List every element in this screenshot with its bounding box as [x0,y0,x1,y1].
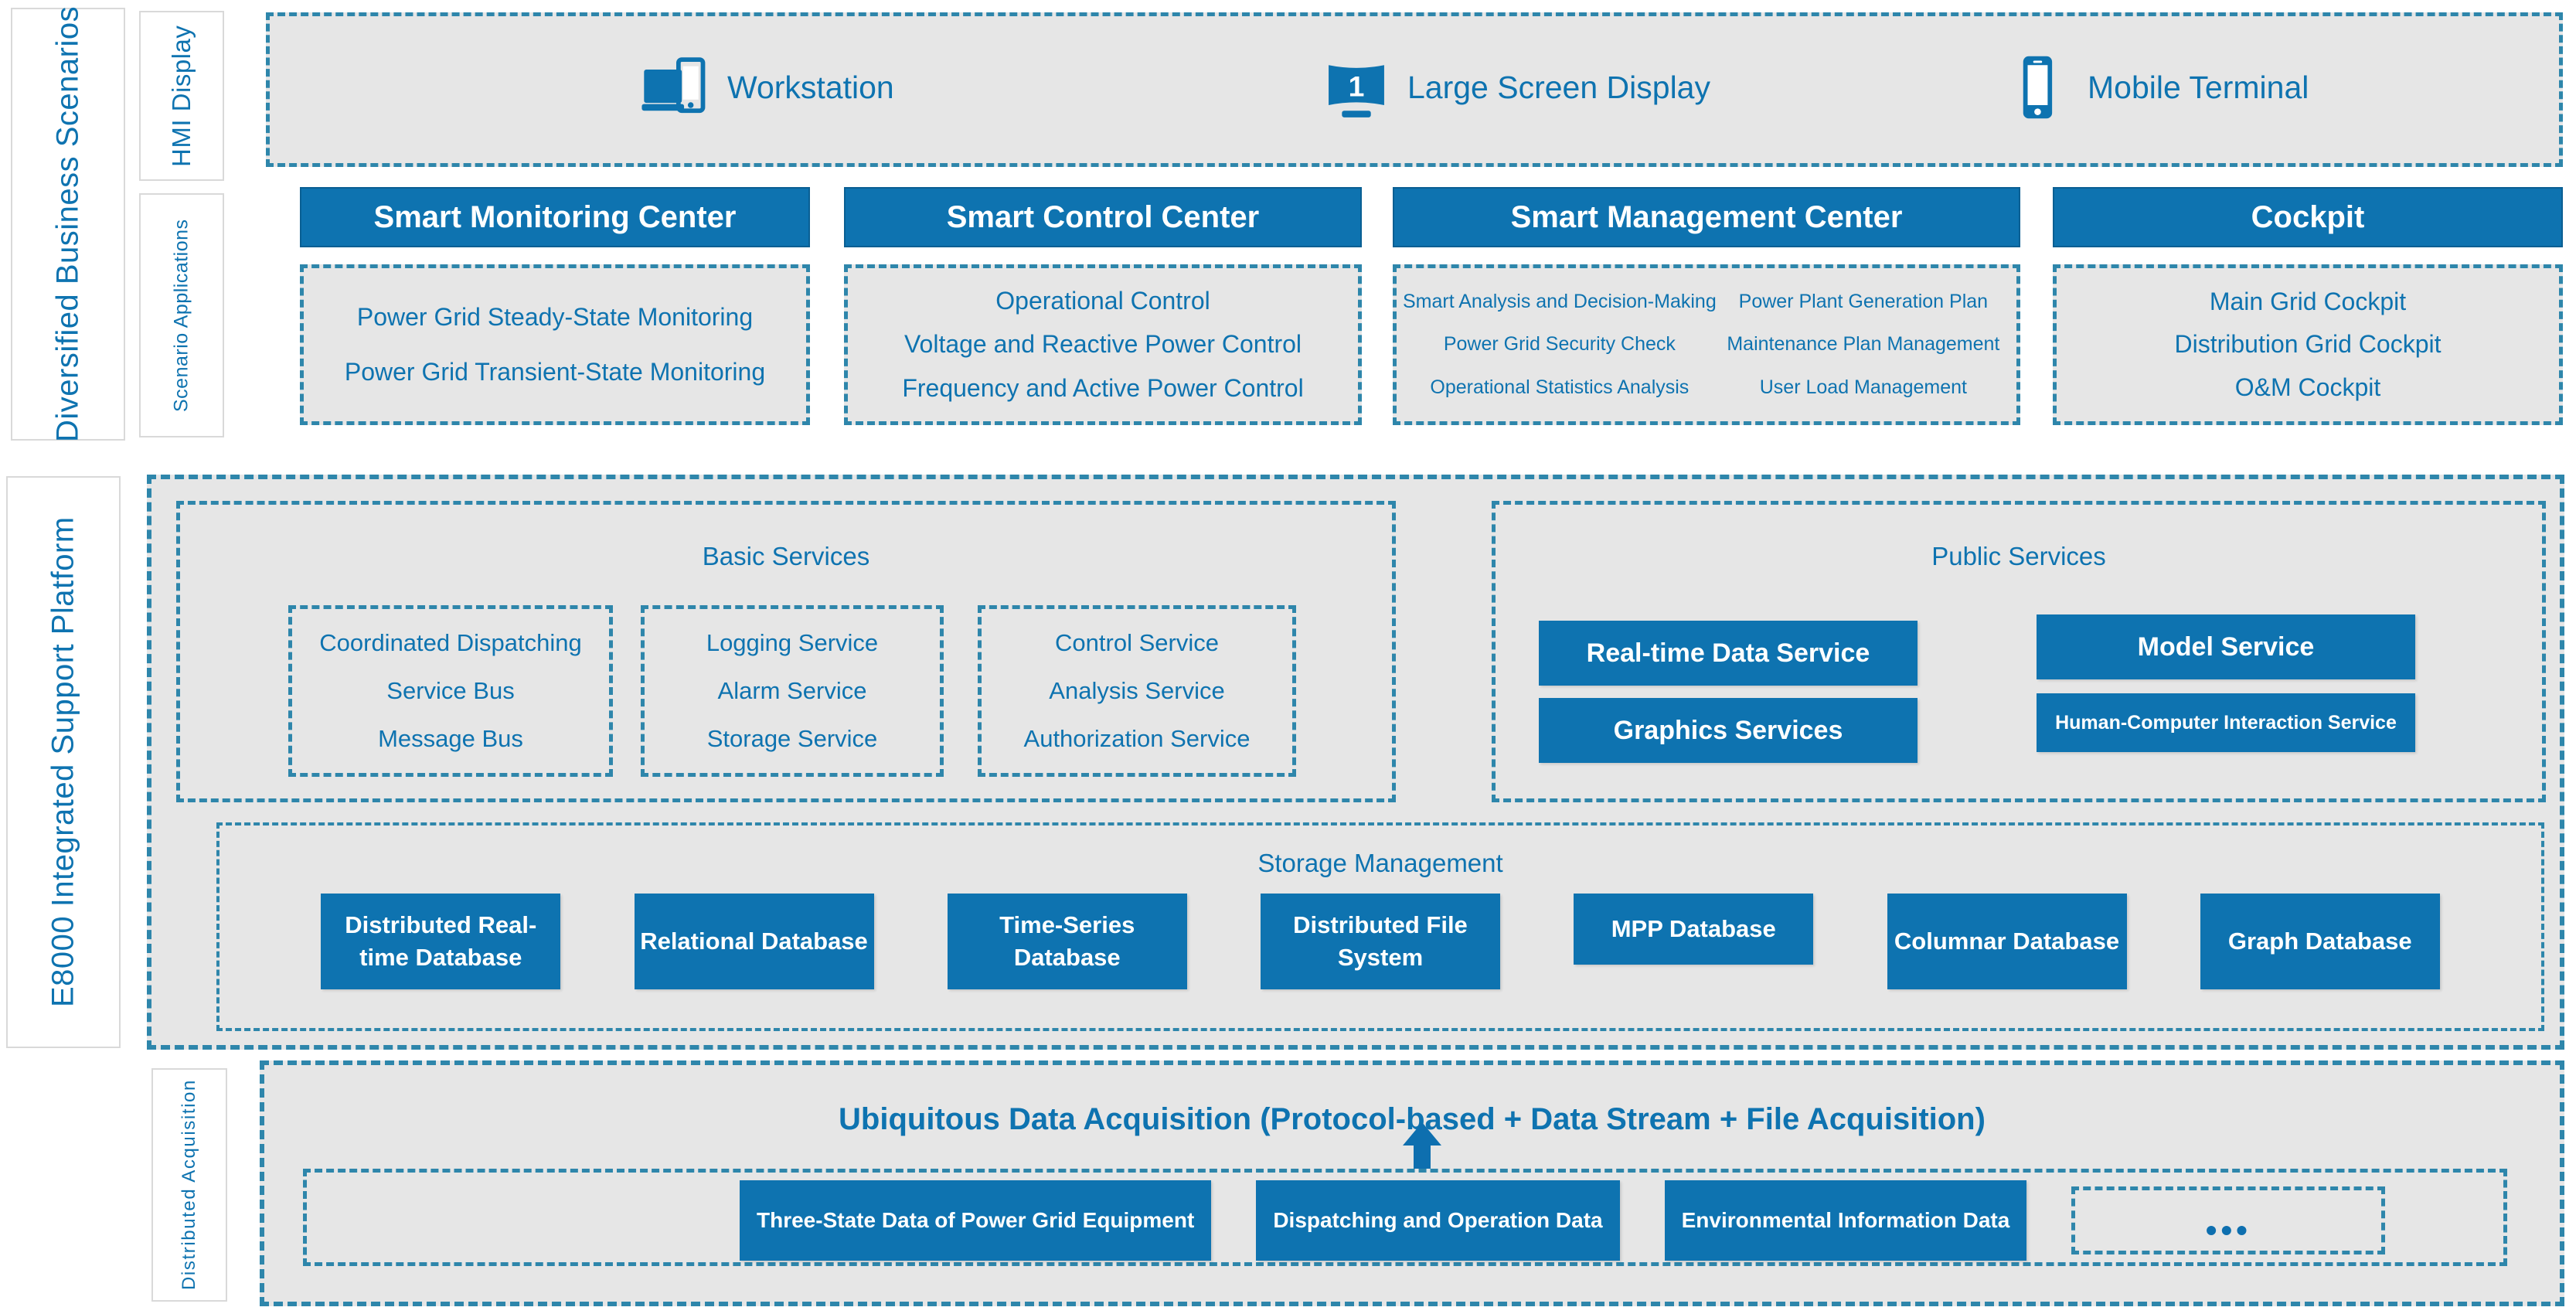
database-row: Distributed Real-time Database Relationa… [219,894,2541,989]
service-item[interactable]: Control Service [1055,629,1219,656]
service-group-dispatching: Coordinated Dispatching Service Bus Mess… [288,605,613,777]
database-distributed-realtime[interactable]: Distributed Real-time Database [321,894,561,989]
service-group-logging: Logging Service Alarm Service Storage Se… [641,605,944,777]
center-item[interactable]: O&M Cockpit [2234,373,2381,401]
acquisition-source-dispatching-data[interactable]: Dispatching and Operation Data [1256,1180,1620,1261]
service-item[interactable]: Analysis Service [1049,677,1225,704]
center-smart-monitoring[interactable]: Smart Monitoring Center Power Grid Stead… [300,187,810,425]
public-services-title: Public Services [1931,542,2106,570]
center-cockpit[interactable]: Cockpit Main Grid Cockpit Distribution G… [2053,187,2563,425]
center-item[interactable]: Operational Statistics Analysis [1430,376,1690,398]
center-title: Cockpit [2053,187,2563,247]
label-diversified-business-scenarios: Diversified Business Scenarios [11,6,125,442]
device-label: Large Screen Display [1407,69,1710,105]
service-group-control: Control Service Analysis Service Authori… [978,605,1296,777]
storage-management-title: Storage Management [1257,849,1503,877]
database-time-series[interactable]: Time-Series Database [947,894,1187,989]
hmi-display-strip: Workstation 1 Large Screen Display [266,12,2563,167]
center-item[interactable]: Maintenance Plan Management [1727,333,2000,356]
center-title: Smart Management Center [1393,187,2020,247]
center-item[interactable]: Smart Analysis and Decision-Making [1403,291,1717,313]
center-item-list: Operational Control Voltage and Reactive… [844,264,1362,425]
acquisition-sources-row: Three-State Data of Power Grid Equipment… [740,1180,2386,1261]
center-title: Smart Control Center [844,187,1362,247]
database-graph[interactable]: Graph Database [2200,894,2440,989]
center-item[interactable]: Power Grid Transient-State Monitoring [344,358,766,386]
database-distributed-file[interactable]: Distributed File System [1261,894,1500,989]
service-item[interactable]: Service Bus [386,677,515,704]
database-mpp[interactable]: MPP Database [1574,894,1814,965]
label-scenario-applications: Scenario Applications [139,193,224,437]
database-relational[interactable]: Relational Database [634,894,874,989]
service-item[interactable]: Storage Service [706,725,878,752]
device-workstation[interactable]: Workstation [641,52,894,123]
service-item[interactable]: Alarm Service [717,677,867,704]
center-smart-control[interactable]: Smart Control Center Operational Control… [844,187,1362,425]
center-item[interactable]: Main Grid Cockpit [2209,288,2407,316]
label-hmi-display: HMI Display [139,11,224,181]
basic-services-title: Basic Services [702,542,870,570]
center-item[interactable]: Distribution Grid Cockpit [2174,330,2442,359]
service-item[interactable]: Coordinated Dispatching [319,629,582,656]
public-service-hci[interactable]: Human-Computer Interaction Service [2037,693,2415,752]
center-item[interactable]: Operational Control [995,286,1210,315]
acquisition-source-three-state-data[interactable]: Three-State Data of Power Grid Equipment [740,1180,1212,1261]
center-smart-management[interactable]: Smart Management Center Smart Analysis a… [1393,187,2020,425]
workstation-icon [641,52,712,123]
device-label: Mobile Terminal [2088,69,2309,105]
large-screen-display-icon: 1 [1321,52,1392,123]
service-item[interactable]: Authorization Service [1023,725,1251,752]
center-item[interactable]: Power Plant Generation Plan [1738,291,1989,313]
service-item[interactable]: Logging Service [706,629,879,656]
acquisition-source-more-ellipsis[interactable]: ••• [2071,1186,2386,1254]
basic-services-panel: Basic Services Coordinated Dispatching S… [176,501,1396,802]
public-service-model[interactable]: Model Service [2037,614,2415,679]
public-service-realtime-data[interactable]: Real-time Data Service [1539,621,1918,686]
center-title: Smart Monitoring Center [300,187,810,247]
device-large-screen-display[interactable]: 1 Large Screen Display [1321,52,1710,123]
database-columnar[interactable]: Columnar Database [1887,894,2127,989]
label-e8000-integrated-support-platform: E8000 Integrated Support Platform [6,476,121,1048]
center-item-list: Main Grid Cockpit Distribution Grid Cock… [2053,264,2563,425]
center-item-list: Smart Analysis and Decision-Making Power… [1393,264,2020,425]
mobile-terminal-icon [2001,52,2072,123]
acquisition-sources-panel: Three-State Data of Power Grid Equipment… [303,1169,2507,1266]
svg-text:1: 1 [1349,70,1365,103]
public-service-graphics[interactable]: Graphics Services [1539,698,1918,763]
acquisition-source-environmental[interactable]: Environmental Information Data [1664,1180,2027,1261]
public-services-panel: Public Services Real-time Data Service G… [1492,501,2546,802]
center-item[interactable]: Frequency and Active Power Control [902,374,1304,403]
label-distributed-acquisition: Distributed Acquisition [151,1068,227,1302]
center-item[interactable]: Power Grid Steady-State Monitoring [356,303,754,331]
center-item-list: Power Grid Steady-State Monitoring Power… [300,264,810,425]
service-item[interactable]: Message Bus [378,725,523,752]
device-mobile-terminal[interactable]: Mobile Terminal [2001,52,2309,123]
storage-management-panel: Storage Management Distributed Real-time… [216,822,2544,1031]
center-item[interactable]: Voltage and Reactive Power Control [903,330,1302,359]
device-label: Workstation [727,69,894,105]
center-item[interactable]: Power Grid Security Check [1443,333,1676,356]
center-item[interactable]: User Load Management [1759,376,1967,398]
